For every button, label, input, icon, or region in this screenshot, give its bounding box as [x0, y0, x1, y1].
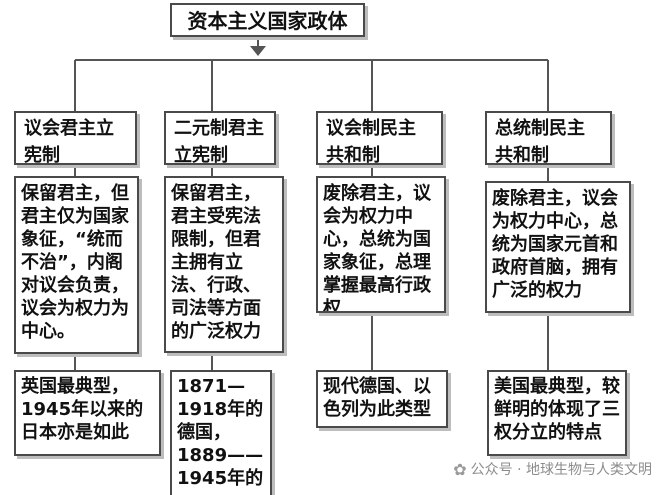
polity-example-1: 英国最典型，1945年以来的日本亦是如此	[14, 370, 161, 456]
polity-example-2-text: 1871—1918年的德国，1889——1945年的	[177, 376, 264, 489]
polity-description-4-text: 废除君主，议会为权力中心，总统为国家元首和政府首脑，拥有广泛的权力	[492, 188, 618, 301]
polity-example-2: 1871—1918年的德国，1889——1945年的	[170, 370, 272, 495]
polity-description-2: 保留君主，君主受宪法限制，但君主拥有立法、行政、司法等方面的广泛权力	[164, 176, 284, 353]
wechat-icon: ✿	[453, 459, 467, 479]
polity-type-3-label: 议会制民主共和制	[326, 118, 416, 165]
polity-example-4-text: 美国最典型，较鲜明的体现了三权分立的特点	[494, 376, 620, 443]
polity-example-3: 现代德国、以色列为此类型	[316, 370, 448, 428]
title-arrow-head	[250, 46, 266, 56]
polity-example-3-text: 现代德国、以色列为此类型	[323, 376, 431, 420]
polity-description-3: 废除君主，议会为权力中心，总统为国家象征，总理掌握最高行政权	[316, 176, 446, 313]
watermark: ✿ 公众号 · 地球生物与人类文明	[453, 459, 652, 479]
polity-type-4-label: 总统制民主共和制	[495, 118, 585, 165]
polity-type-3: 议会制民主共和制	[316, 111, 443, 165]
polity-description-2-text: 保留君主，君主受宪法限制，但君主拥有立法、行政、司法等方面的广泛权力	[171, 183, 261, 342]
polity-example-4: 美国最典型，较鲜明的体现了三权分立的特点	[487, 370, 627, 456]
polity-example-1-text: 英国最典型，1945年以来的日本亦是如此	[21, 376, 144, 443]
polity-type-1-label: 议会君主立宪制	[24, 118, 114, 165]
watermark-text: 公众号 · 地球生物与人类文明	[470, 462, 652, 478]
polity-description-1: 保留君主，但君主仅为国家象征，“统而不治”，内阁对议会负责，议会为权力为中心。	[14, 176, 139, 354]
polity-description-1-text: 保留君主，但君主仅为国家象征，“统而不治”，内阁对议会负责，议会为权力为中心。	[21, 183, 129, 342]
diagram-title: 资本主义国家政体	[170, 3, 365, 37]
diagram-title-text: 资本主义国家政体	[187, 9, 348, 33]
polity-type-4: 总统制民主共和制	[485, 111, 612, 165]
polity-type-2: 二元制君主立宪制	[164, 111, 276, 165]
polity-type-2-label: 二元制君主立宪制	[174, 118, 264, 165]
polity-description-3-text: 废除君主，议会为权力中心，总统为国家象征，总理掌握最高行政权	[323, 183, 431, 313]
polity-type-1: 议会君主立宪制	[14, 111, 137, 165]
polity-description-4: 废除君主，议会为权力中心，总统为国家元首和政府首脑，拥有广泛的权力	[485, 181, 631, 313]
